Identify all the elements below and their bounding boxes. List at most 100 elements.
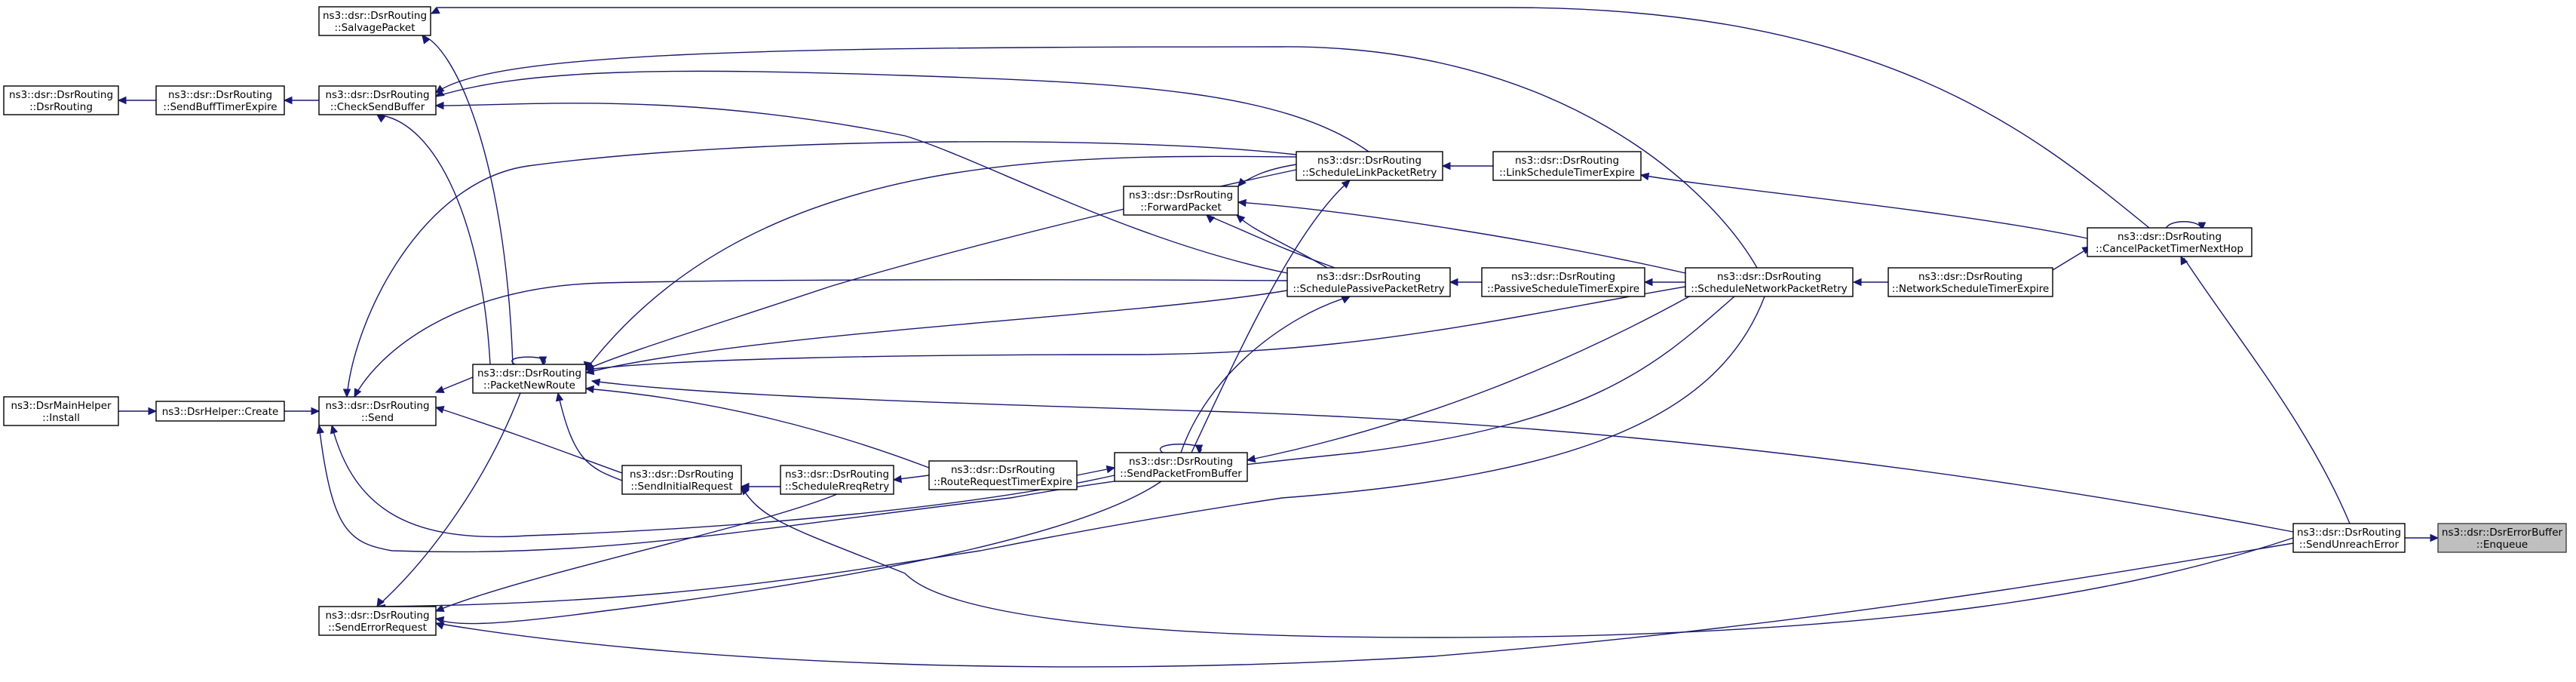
- node-routereqtimer[interactable]: ns3::dsr::DsrRouting::RouteRequestTimerE…: [928, 460, 1078, 490]
- node-box: [1123, 186, 1239, 216]
- node-box: [3, 396, 119, 426]
- edge-line: [435, 103, 1288, 274]
- node-schedpassretry[interactable]: ns3::dsr::DsrRouting::SchedulePassivePac…: [1286, 267, 1451, 297]
- call-edge: [1237, 164, 1297, 187]
- edge-line: [346, 141, 1297, 398]
- call-edge: [376, 114, 491, 365]
- node-helpercreate[interactable]: ns3::DsrHelper::Create: [155, 401, 285, 422]
- node-send[interactable]: ns3::dsr::DsrRouting::Send: [318, 396, 437, 426]
- arrowhead-icon: [1236, 214, 1246, 223]
- edge-line: [741, 486, 2294, 638]
- call-edge: [430, 6, 2150, 229]
- call-edge: [740, 482, 780, 491]
- edge-line: [585, 286, 1686, 370]
- edge-line: [2183, 257, 2351, 524]
- arrowhead-icon: [1237, 198, 1247, 207]
- call-edge: [584, 385, 930, 468]
- call-edge: [1180, 296, 1351, 453]
- node-box: [318, 396, 437, 426]
- arrowhead-icon: [1194, 444, 1204, 454]
- edge-line: [1247, 296, 1690, 461]
- node-forwardpacket[interactable]: ns3::dsr::DsrRouting::ForwardPacket: [1123, 186, 1239, 216]
- arrowhead-icon: [434, 622, 445, 630]
- node-label-line2: ::SendInitialRequest: [630, 481, 732, 493]
- node-label-line1: ns3::dsr::DsrRouting: [2297, 527, 2401, 539]
- node-passschedtimer[interactable]: ns3::dsr::DsrRouting::PassiveScheduleTim…: [1481, 267, 1645, 297]
- call-edge: [376, 392, 521, 608]
- node-label-line1: ns3::dsr::DsrRouting: [2118, 231, 2222, 243]
- call-edge: [2405, 533, 2440, 542]
- arrowhead-icon: [434, 604, 445, 612]
- node-label-line1: ns3::dsr::DsrRouting: [9, 89, 113, 101]
- node-label-line1: ns3::dsr::DsrRouting: [785, 468, 889, 481]
- call-edge: [1852, 278, 1888, 287]
- edge-line: [1237, 164, 1297, 186]
- node-netschedtimer[interactable]: ns3::dsr::DsrRouting::NetworkScheduleTim…: [1888, 267, 2053, 297]
- node-packetnewroute[interactable]: ns3::dsr::DsrRouting::PacketNewRoute: [472, 364, 587, 394]
- node-box: [1286, 267, 1451, 297]
- arrowhead-icon: [1341, 296, 1351, 304]
- arrowhead-icon: [434, 386, 445, 393]
- node-label-line1: ns3::dsr::DsrRouting: [168, 89, 272, 101]
- node-box: [2437, 523, 2567, 553]
- arrowhead-icon: [376, 114, 386, 123]
- node-sendunreach[interactable]: ns3::dsr::DsrRouting::SendUnreachError: [2292, 523, 2406, 553]
- call-edge: [330, 424, 1115, 538]
- node-schedreqretry[interactable]: ns3::dsr::DsrRouting::ScheduleRreqRetry: [780, 465, 894, 495]
- arrowhead-icon: [590, 378, 601, 387]
- arrowhead-icon: [117, 96, 127, 105]
- call-edge: [1441, 161, 1493, 170]
- node-label-line1: ns3::dsr::DsrRouting: [1717, 271, 1821, 283]
- node-sendfrombuffer[interactable]: ns3::dsr::DsrRouting::SendPacketFromBuff…: [1114, 452, 1248, 482]
- edge-line: [376, 114, 491, 365]
- arrowhead-icon: [434, 101, 444, 110]
- node-box: [472, 364, 587, 394]
- node-checksendbuf[interactable]: ns3::dsr::DsrRouting::CheckSendBuffer: [318, 85, 437, 115]
- node-dsrrouting[interactable]: ns3::dsr::DsrRouting::DsrRouting: [3, 85, 119, 115]
- arrowhead-icon: [1341, 180, 1351, 189]
- node-enqueue[interactable]: ns3::dsr::DsrErrorBuffer::Enqueue: [2437, 523, 2567, 553]
- call-edge: [422, 35, 514, 365]
- node-label-line1: ns3::dsr::DsrRouting: [1317, 271, 1421, 283]
- node-label-line1: ns3::dsr::DsrRouting: [1511, 271, 1615, 283]
- arrowhead-icon: [283, 96, 293, 105]
- call-edge: [1246, 296, 1690, 463]
- call-edge: [434, 101, 1288, 274]
- arrowhead-icon: [1106, 465, 1116, 474]
- node-senderrreq[interactable]: ns3::dsr::DsrRouting::SendErrorRequest: [318, 606, 437, 636]
- call-edge: [117, 96, 156, 105]
- node-schedlinkretry[interactable]: ns3::dsr::DsrRouting::ScheduleLinkPacket…: [1296, 151, 1443, 181]
- arrowhead-icon: [555, 392, 564, 402]
- arrowhead-icon: [584, 367, 595, 376]
- node-box: [3, 85, 119, 115]
- arrowhead-icon: [2197, 222, 2206, 232]
- node-label-line2: ::RouteRequestTimerExpire: [934, 476, 1072, 488]
- call-edge: [1449, 278, 1482, 287]
- call-edge: [2165, 221, 2206, 232]
- node-cancelpacket[interactable]: ns3::dsr::DsrRouting::CancelPacketTimerN…: [2087, 227, 2252, 257]
- arrowhead-icon: [330, 424, 339, 435]
- node-sendinitreq[interactable]: ns3::dsr::DsrRouting::SendInitialRequest: [621, 465, 742, 495]
- edge-line: [1180, 296, 1351, 453]
- node-sendbufftimer[interactable]: ns3::dsr::DsrRouting::SendBuffTimerExpir…: [155, 85, 285, 115]
- edge-line: [435, 493, 838, 612]
- node-label-line2: ::Enqueue: [2476, 539, 2528, 551]
- edge-line: [318, 296, 1735, 553]
- edge-line: [585, 388, 930, 468]
- call-edge: [590, 378, 2294, 533]
- node-label-line2: ::SendErrorRequest: [328, 622, 427, 634]
- node-salvage[interactable]: ns3::dsr::DsrRouting::SalvagePacket: [318, 6, 431, 36]
- arrowhead-icon: [430, 6, 440, 14]
- call-edge: [342, 141, 1297, 398]
- node-mainhelperinstall[interactable]: ns3::DsrMainHelper::Install: [3, 396, 119, 426]
- call-edge: [354, 279, 1288, 398]
- call-edge: [1639, 172, 2088, 239]
- node-schednetretry[interactable]: ns3::dsr::DsrRouting::ScheduleNetworkPac…: [1685, 267, 1854, 297]
- arrowhead-icon: [434, 88, 445, 97]
- node-label-line2: ::SendPacketFromBuffer: [1120, 468, 1242, 480]
- edge-line: [376, 392, 521, 607]
- node-linkschedtimer[interactable]: ns3::dsr::DsrRouting::LinkScheduleTimerE…: [1492, 151, 1642, 181]
- node-box: [780, 465, 894, 495]
- node-label-line1: ns3::dsr::DsrRouting: [630, 468, 734, 481]
- node-label-line2: ::Send: [361, 412, 394, 424]
